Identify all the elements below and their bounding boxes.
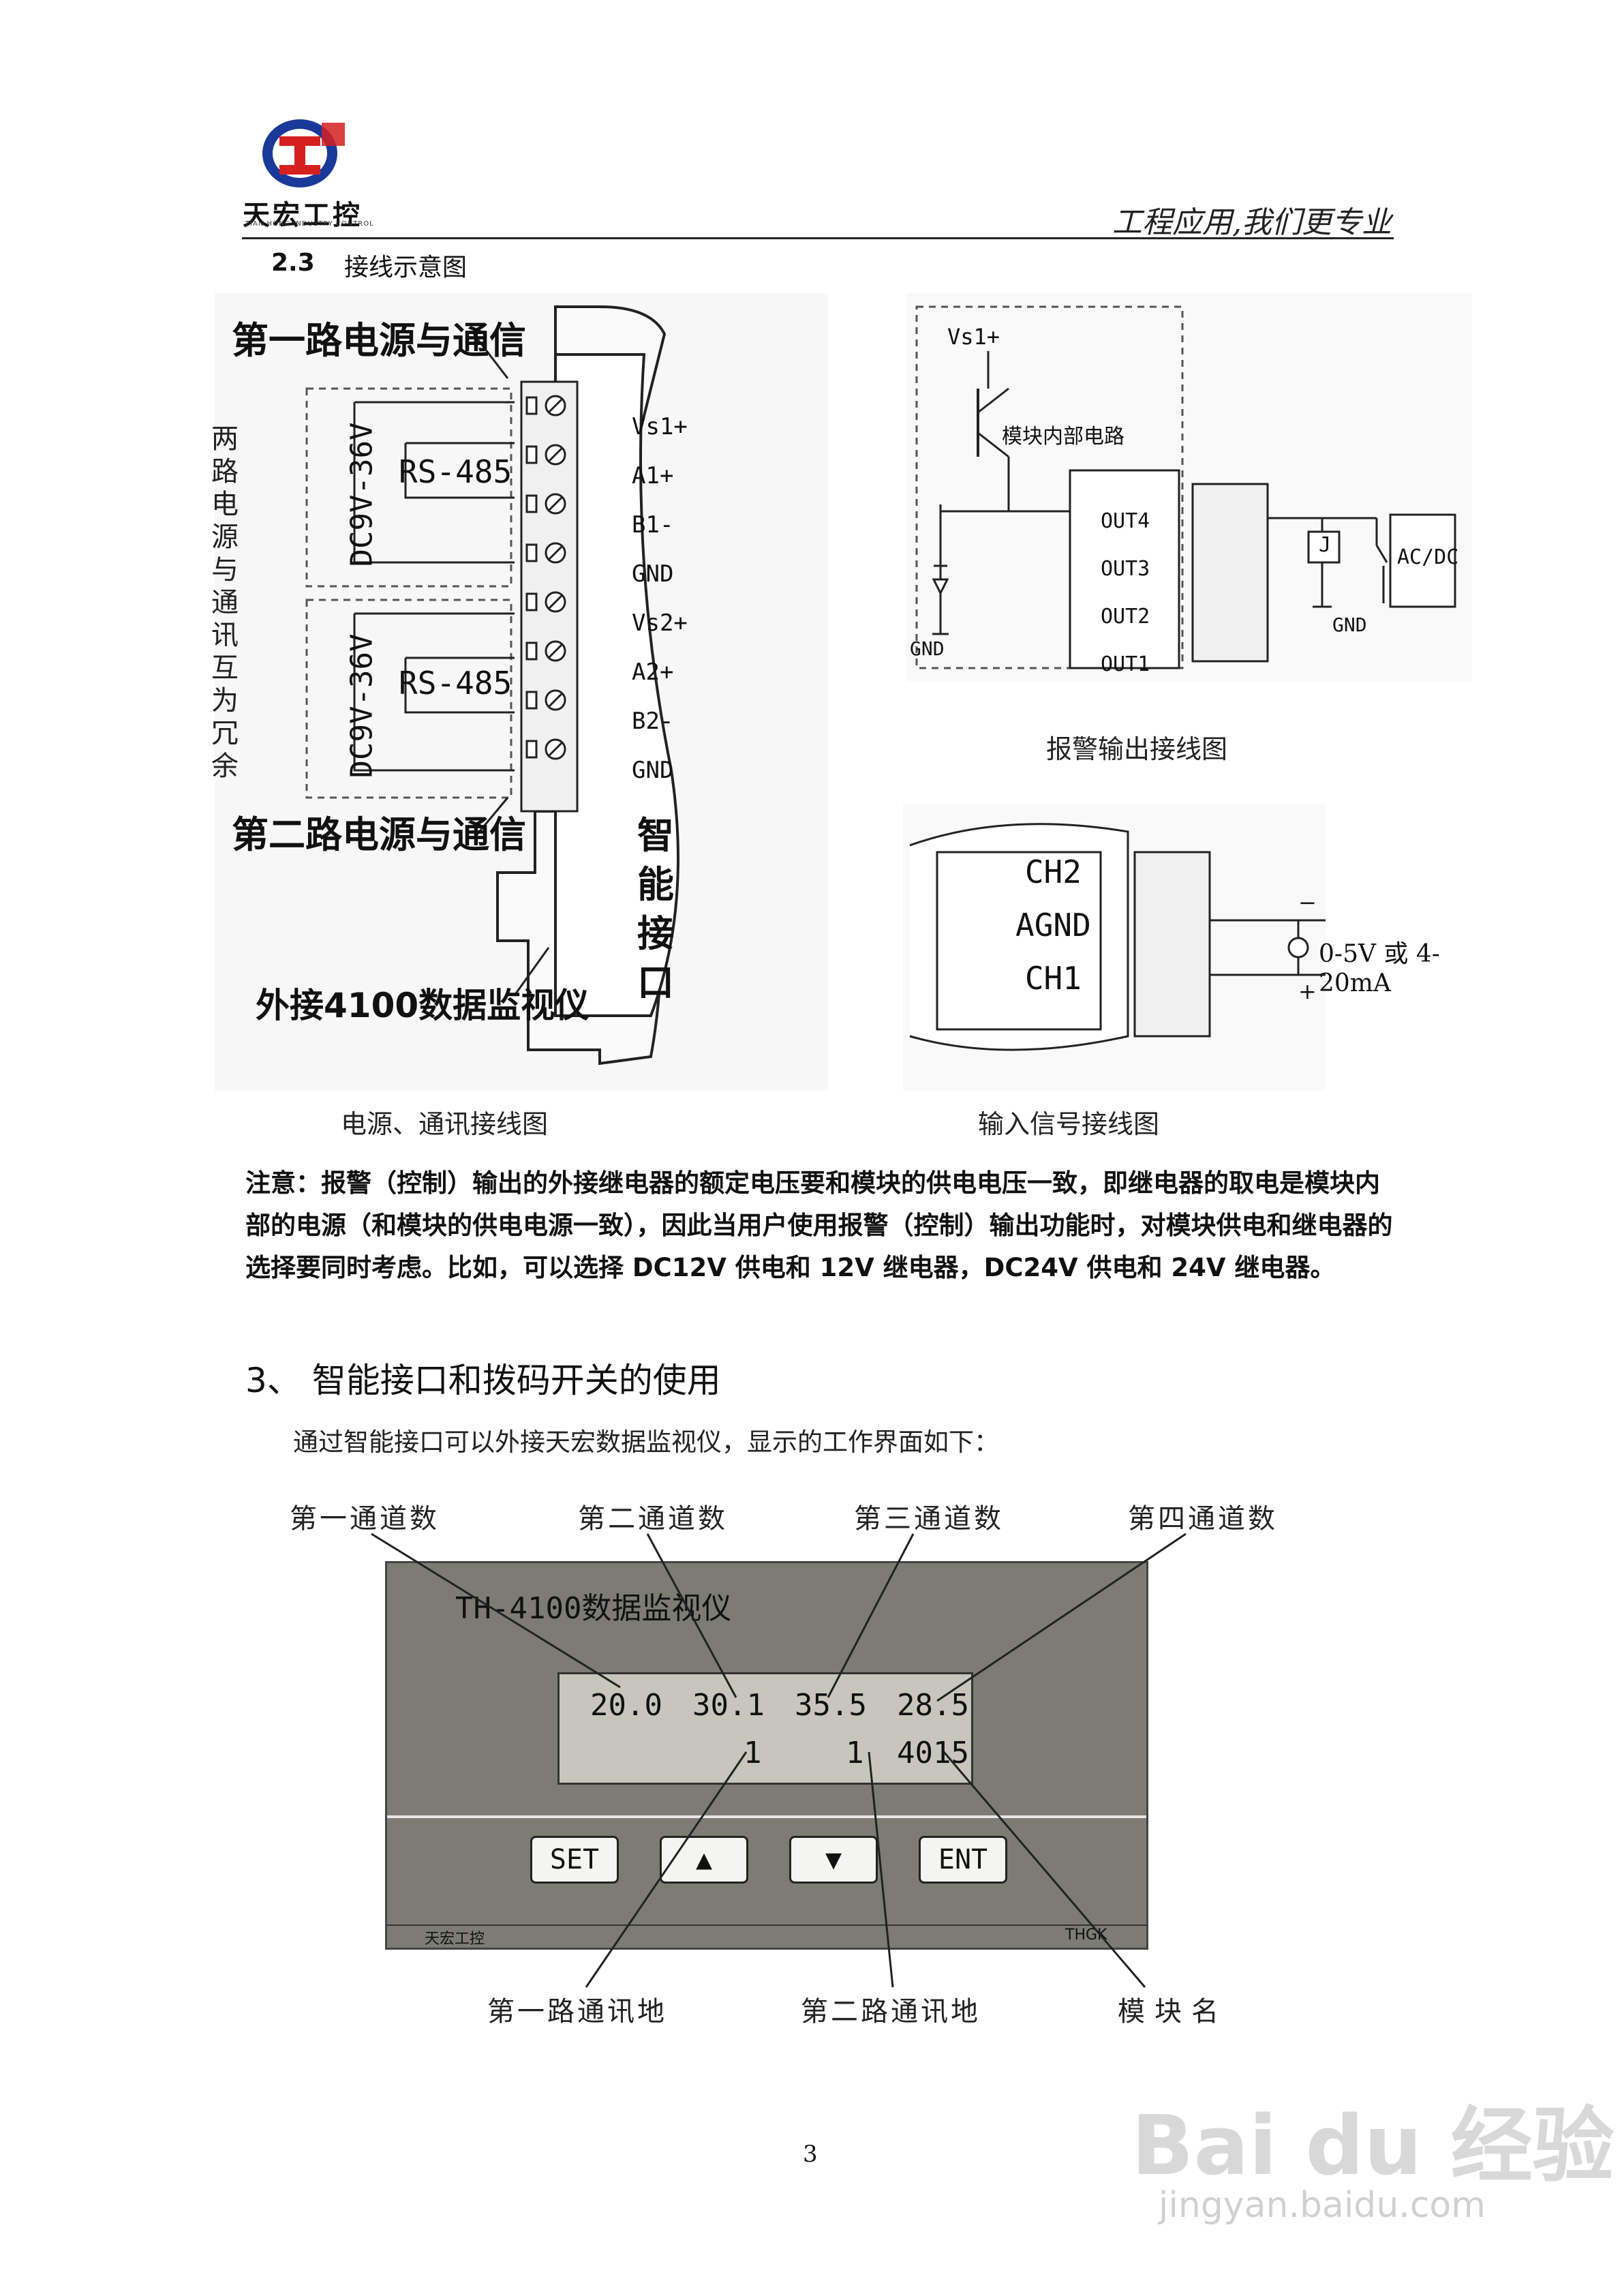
terminal-slot [525,494,538,513]
company-logo [259,116,348,191]
caption-alarm-output: 报警输出接线图 [1046,734,1228,764]
section-title: 接线示意图 [344,254,468,282]
channel-label: CH2 [1024,854,1082,890]
lcd-address2: 1 [846,1736,864,1770]
output-label: OUT2 [1101,605,1150,629]
output-label: OUT3 [1101,557,1150,581]
minus-label: − [1298,890,1317,916]
channel-label: AGND [1015,907,1091,943]
terminal-slot [525,592,538,611]
alarm-output-diagram: Vs1+ 模块内部电路 GND OUT4 OUT3 OUT2 OUT1 J AC… [906,293,1472,682]
redundancy-note: 两路电源与通讯互为冗余 [211,423,239,782]
terminal-screw-slot [547,643,564,659]
section-3-intro: 通过智能接口可以外接天宏数据监视仪，显示的工作界面如下： [293,1428,999,1457]
data-monitor-device: TH-4100数据监视仪 20.0 30.1 35.5 28.5 1 1 401… [385,1561,1148,1950]
device-title: TH-4100数据监视仪 [455,1591,732,1626]
signal-range-label: 0-5V 或 4-20mA [1319,940,1440,997]
gnd2-label: GND [1332,614,1367,636]
baidu-watermark: Bai du 经验 [1131,2099,1615,2194]
device-brand: 天宏工控 [425,1931,485,1948]
terminal-slot [525,641,538,661]
terminal-screw-slot [547,741,564,757]
gnd-label: GND [910,637,945,660]
watermark-url: jingyan.baidu.com [1159,2185,1486,2226]
logo-subtext: TIAN HONG INDUSTRY CONTROL [245,220,374,228]
pin-labels: Vs1+ A1+ B1- GND Vs2+ A2+ B2- GND [632,402,714,795]
pin-label: B2- [632,708,674,735]
label-channel2: 第二路电源与通信 [232,813,526,856]
terminal-slot [525,445,538,464]
pin-label: B1- [632,511,674,539]
tagline: 工程应用,我们更专业 [1112,205,1392,240]
caption-power-comm: 电源、通讯接线图 [341,1109,549,1139]
label-address1: 第一路通讯地 [487,1996,667,2027]
label-channel3-value: 第三通道数 [854,1503,1004,1535]
page-number: 3 [803,2141,818,2168]
down-button[interactable]: ▼ [789,1836,878,1884]
label-address2: 第二路通讯地 [801,1996,981,2027]
lcd-module-name: 4015 [897,1736,969,1770]
channel-label: CH1 [1024,960,1082,997]
terminal-slot [525,740,538,759]
pin-label: A2+ [632,659,674,686]
lcd-channel2: 30.1 [692,1688,765,1723]
pin-label: Vs2+ [632,609,688,637]
label-channel4-value: 第四通道数 [1128,1503,1278,1535]
ent-button[interactable]: ENT [919,1836,1007,1884]
terminal-screw-slot [547,545,564,561]
internal-circuit-label: 模块内部电路 [1002,425,1124,449]
pin-label: GND [632,560,674,588]
device-footer-line [387,1924,1146,1926]
lcd-channel4: 28.5 [897,1688,969,1723]
section-3-heading: 3、 智能接口和拨码开关的使用 [245,1361,721,1400]
note-paragraph: 注意：报警（控制）输出的外接继电器的额定电压要和模块的供电电压一致，即继电器的取… [245,1168,1393,1282]
section-number: 2.3 [271,249,315,277]
bus-label-2: RS-485 [399,665,512,701]
ac-dc-label: AC/DC [1397,545,1459,569]
interface-label: 智能接口 [637,814,674,1004]
input-signal-diagram: CH2 AGND CH1 0-5V 或 4-20mA − + [903,804,1503,1091]
pin-label: Vs1+ [632,413,688,440]
bus-label-1: RS-485 [399,453,512,490]
terminal-screw-slot [547,594,564,610]
label-channel1: 第一路电源与通信 [232,319,526,362]
up-button[interactable]: ▲ [660,1836,748,1884]
terminal-screw-slot [547,692,564,708]
lcd-screen: 20.0 30.1 35.5 28.5 1 1 4015 [557,1672,973,1785]
output-labels: OUT4 OUT3 OUT2 OUT1 [1101,498,1150,689]
channel-labels: CH2 AGND CH1 [1015,845,1091,1005]
pin-label: GND [632,757,674,784]
terminal-slot [525,691,538,710]
vs-label: Vs1+ [947,324,1000,350]
terminal-screw-slot [547,397,564,414]
set-button[interactable]: SET [530,1836,619,1884]
output-label: OUT4 [1101,509,1150,533]
label-external-monitor: 外接4100数据监视仪 [256,986,590,1025]
pin-label: A1+ [632,462,674,489]
device-divider [387,1815,1146,1818]
plus-label: + [1298,978,1317,1004]
terminal-screw-slot [547,496,564,512]
lcd-channel1: 20.0 [590,1688,662,1723]
terminal-slot [525,396,538,415]
terminal-slot [525,543,538,562]
label-channel1-value: 第一通道数 [290,1503,440,1535]
terminal-screw-slot [547,447,564,463]
output-label: OUT1 [1101,652,1150,676]
logo-text: 天宏工控 [243,200,363,231]
relay-label: J [1319,533,1332,557]
power-comm-wiring-diagram: 第一路电源与通信 第二路电源与通信 外接4100数据监视仪 DC9V-36V D… [215,293,828,1091]
caption-input-signal: 输入信号接线图 [978,1109,1160,1139]
header-divider [242,237,1394,239]
label-module-name: 模块名 [1118,1996,1228,2027]
label-channel2-value: 第二通道数 [578,1503,728,1535]
